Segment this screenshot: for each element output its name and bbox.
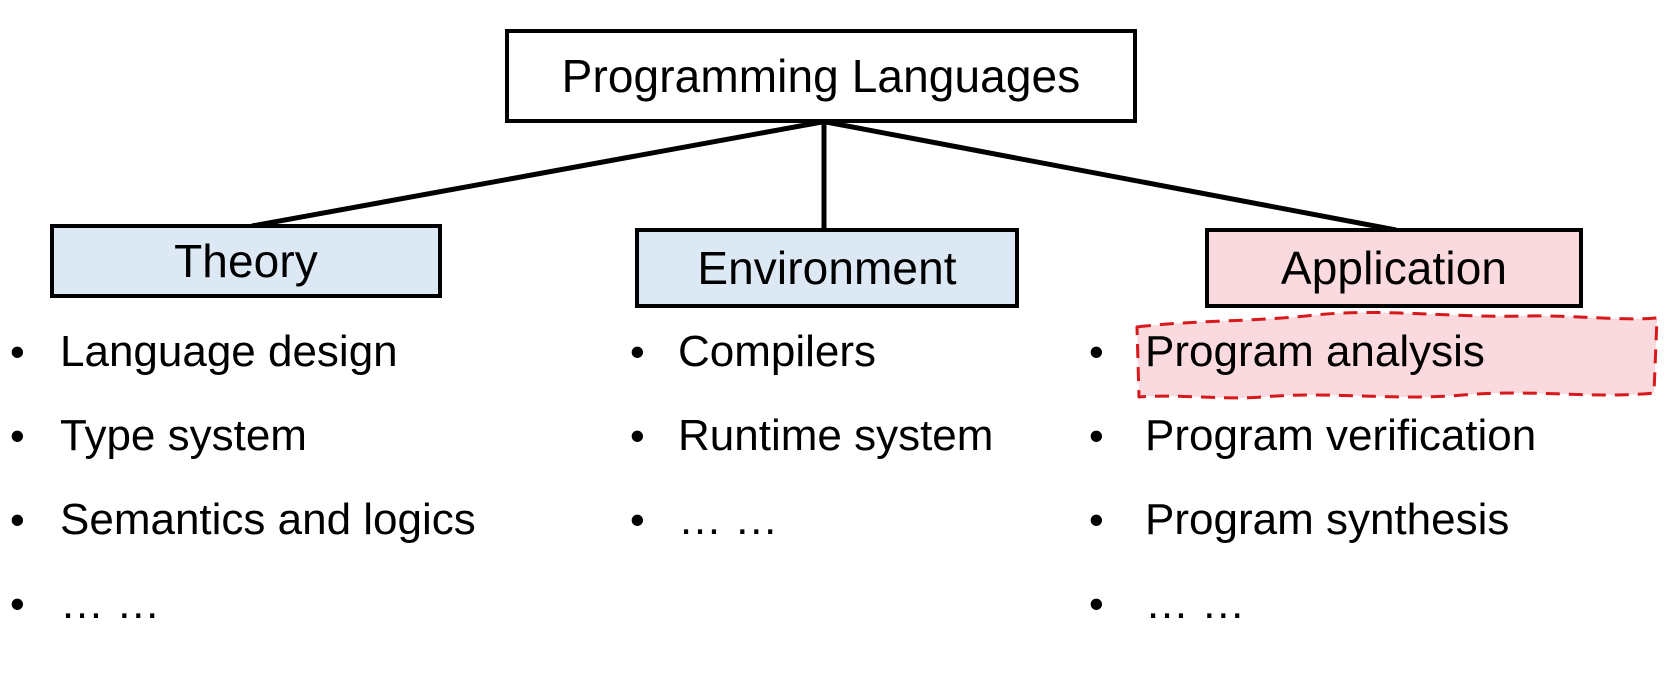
node-label: Programming Languages [561,50,1081,102]
node-label: Application [1280,242,1508,294]
bullet-icon: • [630,496,645,543]
list-item-label: Type system [60,411,307,460]
list-item-label: … … [678,495,779,544]
list-item-label: Program synthesis [1145,495,1510,544]
bullet-icon: • [630,412,645,459]
list-item[interactable]: • Runtime system [612,414,1072,498]
bullet-icon: • [630,328,645,375]
list-item[interactable]: • Semantics and logics [0,498,560,582]
node-theory[interactable]: Theory [50,224,442,298]
list-item[interactable]: • … … [0,582,560,666]
list-item[interactable]: • … … [612,498,1072,582]
bullet-icon: • [1089,412,1104,459]
list-item[interactable]: • … … [1075,582,1672,666]
list-item-label: Compilers [678,327,877,376]
node-application[interactable]: Application [1205,228,1583,308]
node-programming-languages[interactable]: Programming Languages [505,29,1137,123]
list-item[interactable]: • Type system [0,414,560,498]
bullet-icon: • [10,580,25,627]
bullet-list-environment: • Compilers • Runtime system • … … [612,330,1072,582]
bullet-icon: • [10,496,25,543]
bullet-icon: • [1089,580,1104,627]
list-item-label: Program verification [1145,411,1537,460]
node-label: Environment [697,242,957,294]
bullet-list-theory: • Language design • Type system • Semant… [0,330,560,666]
list-item-label: Program analysis [1145,327,1485,376]
list-item-label: Runtime system [678,411,994,460]
list-item-label: … … [1145,579,1246,628]
bullet-icon: • [10,412,25,459]
bullet-icon: • [1089,496,1104,543]
node-environment[interactable]: Environment [635,228,1019,308]
list-item[interactable]: • Compilers [612,330,1072,414]
list-item-label: Semantics and logics [60,495,476,544]
list-item[interactable]: • Program verification [1075,414,1672,498]
list-item[interactable]: • Program synthesis [1075,498,1672,582]
list-item[interactable]: • Language design [0,330,560,414]
list-item-highlighted[interactable]: • Program analysis [1075,310,1672,414]
bullet-icon: • [10,328,25,375]
node-label: Theory [174,235,318,287]
list-item-label: … … [60,579,161,628]
bullet-list-application: • Program analysis • Program verificatio… [1075,310,1672,666]
bullet-icon: • [1089,328,1104,375]
list-item-label: Language design [60,327,398,376]
